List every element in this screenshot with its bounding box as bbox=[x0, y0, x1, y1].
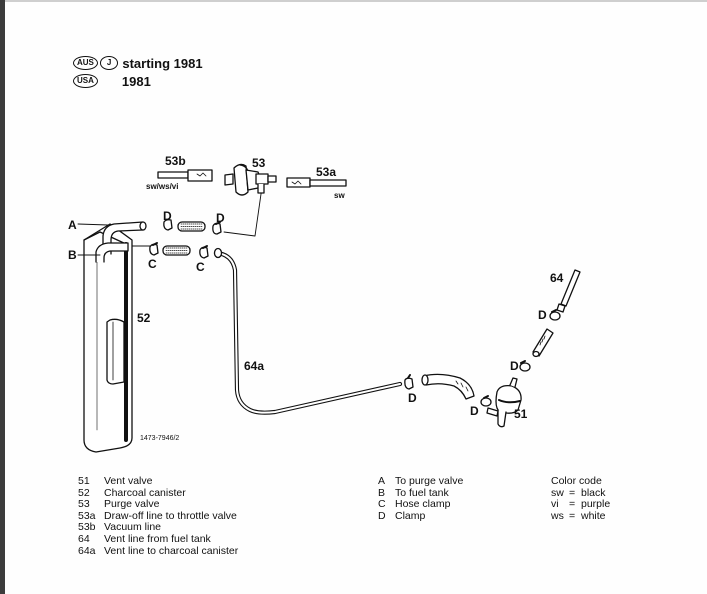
legend-key: 64a bbox=[78, 544, 96, 557]
legend-key: 53b bbox=[78, 521, 96, 534]
legend-desc: To fuel tank bbox=[395, 486, 449, 499]
color-value: white bbox=[581, 509, 606, 522]
legend-key: B bbox=[378, 486, 386, 499]
callout-52: 52 bbox=[137, 311, 151, 325]
legend-row: 53 Purge valve bbox=[78, 499, 238, 511]
curved-hose bbox=[421, 373, 475, 400]
clamp-d-top-right bbox=[549, 309, 561, 321]
callout-d-junction: D bbox=[408, 391, 417, 405]
callout-53a: 53a bbox=[316, 165, 336, 179]
color-code-row: sw=black bbox=[551, 486, 606, 499]
hose-upper bbox=[177, 221, 206, 232]
legend-row: 53a Draw-off line to throttle valve bbox=[78, 509, 238, 523]
callout-labels: 53b sw/ws/vi 53 53a sw A B C C D D 52 64… bbox=[68, 154, 564, 442]
callout-64a: 64a bbox=[244, 359, 264, 373]
legend-row: 64a Vent line to charcoal canister bbox=[78, 544, 239, 558]
legend-row: A To purge valve bbox=[378, 475, 464, 488]
callout-64: 64 bbox=[550, 271, 564, 285]
legend-row: 52 Charcoal canister bbox=[78, 486, 238, 500]
hose-lower bbox=[162, 245, 191, 256]
callout-c-left: C bbox=[148, 257, 157, 271]
callout-d-upper-right: D bbox=[216, 211, 225, 225]
clamp-c-lower-left bbox=[149, 242, 159, 256]
callout-d-valve: D bbox=[470, 404, 479, 418]
color-value: black bbox=[581, 486, 606, 499]
market-badge-usa: USA bbox=[73, 74, 98, 88]
legend-desc: Hose clamp bbox=[395, 498, 451, 511]
clamp-d-valve-left bbox=[480, 395, 492, 407]
callout-b: B bbox=[68, 248, 77, 262]
legend-desc: Vent line from fuel tank bbox=[104, 532, 211, 545]
applicability-text: 1981 bbox=[121, 73, 151, 89]
legend-desc: Draw-off line to throttle valve bbox=[104, 509, 237, 522]
legend-key: 53a bbox=[78, 509, 96, 522]
callout-51: 51 bbox=[514, 407, 528, 421]
charcoal-canister-52 bbox=[83, 223, 133, 453]
legend-desc: Vent line to charcoal canister bbox=[104, 544, 239, 557]
clamp-d-junction bbox=[404, 374, 414, 390]
legend-key: 64 bbox=[78, 532, 90, 545]
legend-key: 53 bbox=[78, 498, 90, 511]
parts-legend: 51 Vent valve 52 Charcoal canister 53 Purge… bbox=[78, 475, 239, 558]
market-badge-aus: AUS bbox=[73, 56, 98, 70]
applicability-row-aus-j: AUS J starting 1981 bbox=[73, 54, 203, 72]
vent-line-64a bbox=[213, 247, 403, 415]
draw-off-line-53a bbox=[286, 177, 347, 188]
clamp-d-upper-left bbox=[163, 219, 173, 231]
legend-key: 51 bbox=[78, 475, 90, 487]
color-code-row: ws=white bbox=[551, 509, 606, 522]
callout-d-middle-right: D bbox=[510, 359, 519, 373]
market-badge-j: J bbox=[99, 56, 119, 70]
legend-row: D Clamp bbox=[378, 509, 463, 523]
legend-desc: Vacuum line bbox=[104, 521, 162, 534]
color-code-legend: Color code sw=black vi=purple ws=white bbox=[551, 475, 611, 522]
page-top-border bbox=[5, 0, 707, 2]
callout-d-top-right: D bbox=[538, 308, 547, 322]
callout-a: A bbox=[68, 218, 77, 232]
callout-d-upper-left: D bbox=[163, 209, 172, 223]
color-key: ws bbox=[551, 509, 564, 522]
legend-desc: Vent valve bbox=[104, 475, 153, 487]
legend-desc: To purge valve bbox=[395, 475, 464, 487]
applicability-row-usa: USA 1981 bbox=[73, 72, 203, 90]
clamp-d-middle-right bbox=[519, 360, 531, 372]
purge-valve-53 bbox=[224, 163, 277, 196]
legend-desc: Purge valve bbox=[104, 498, 160, 511]
canister-fitting-a bbox=[102, 221, 147, 255]
legend-key: 52 bbox=[78, 486, 90, 499]
color-value: purple bbox=[581, 498, 611, 511]
legend-row: B To fuel tank bbox=[378, 486, 463, 500]
color-code-title: Color code bbox=[551, 475, 602, 487]
legend-key: C bbox=[378, 498, 386, 511]
callout-53: 53 bbox=[252, 156, 266, 170]
vacuum-line-53b bbox=[157, 169, 213, 182]
legend-key: A bbox=[378, 475, 386, 487]
vent-valve-51 bbox=[486, 377, 522, 428]
legend-key: D bbox=[378, 509, 386, 522]
vent-line-64 bbox=[556, 269, 581, 313]
callout-color-53b: sw/ws/vi bbox=[146, 182, 178, 191]
legend-row: 51 Vent valve bbox=[78, 475, 238, 488]
color-key: vi bbox=[551, 498, 559, 511]
canister-fitting-b bbox=[95, 242, 129, 263]
window-edge bbox=[0, 0, 5, 594]
legend-row: 64 Vent line from fuel tank bbox=[78, 532, 238, 546]
legend-row: C Hose clamp bbox=[378, 499, 463, 511]
legend-row: 53b Vacuum line bbox=[78, 522, 238, 534]
color-key: sw bbox=[551, 486, 564, 499]
color-code-row: vi=purple bbox=[551, 498, 611, 511]
figure-number: 1473-7946/2 bbox=[140, 435, 179, 442]
applicability-text: starting 1981 bbox=[122, 55, 203, 71]
callout-c-right: C bbox=[196, 260, 205, 274]
straight-hose bbox=[532, 328, 554, 358]
callout-color-53a: sw bbox=[334, 191, 345, 200]
callout-53b: 53b bbox=[165, 154, 186, 168]
clamp-c-lower-right bbox=[199, 245, 209, 259]
clamp-d-upper-right bbox=[212, 221, 222, 235]
legend-desc: Clamp bbox=[395, 509, 426, 522]
applicability-header: AUS J starting 1981 USA 1981 bbox=[73, 54, 203, 90]
legend-desc: Charcoal canister bbox=[104, 486, 186, 499]
letters-legend: A To purge valve B To fuel tank C Hose clam… bbox=[378, 475, 464, 523]
